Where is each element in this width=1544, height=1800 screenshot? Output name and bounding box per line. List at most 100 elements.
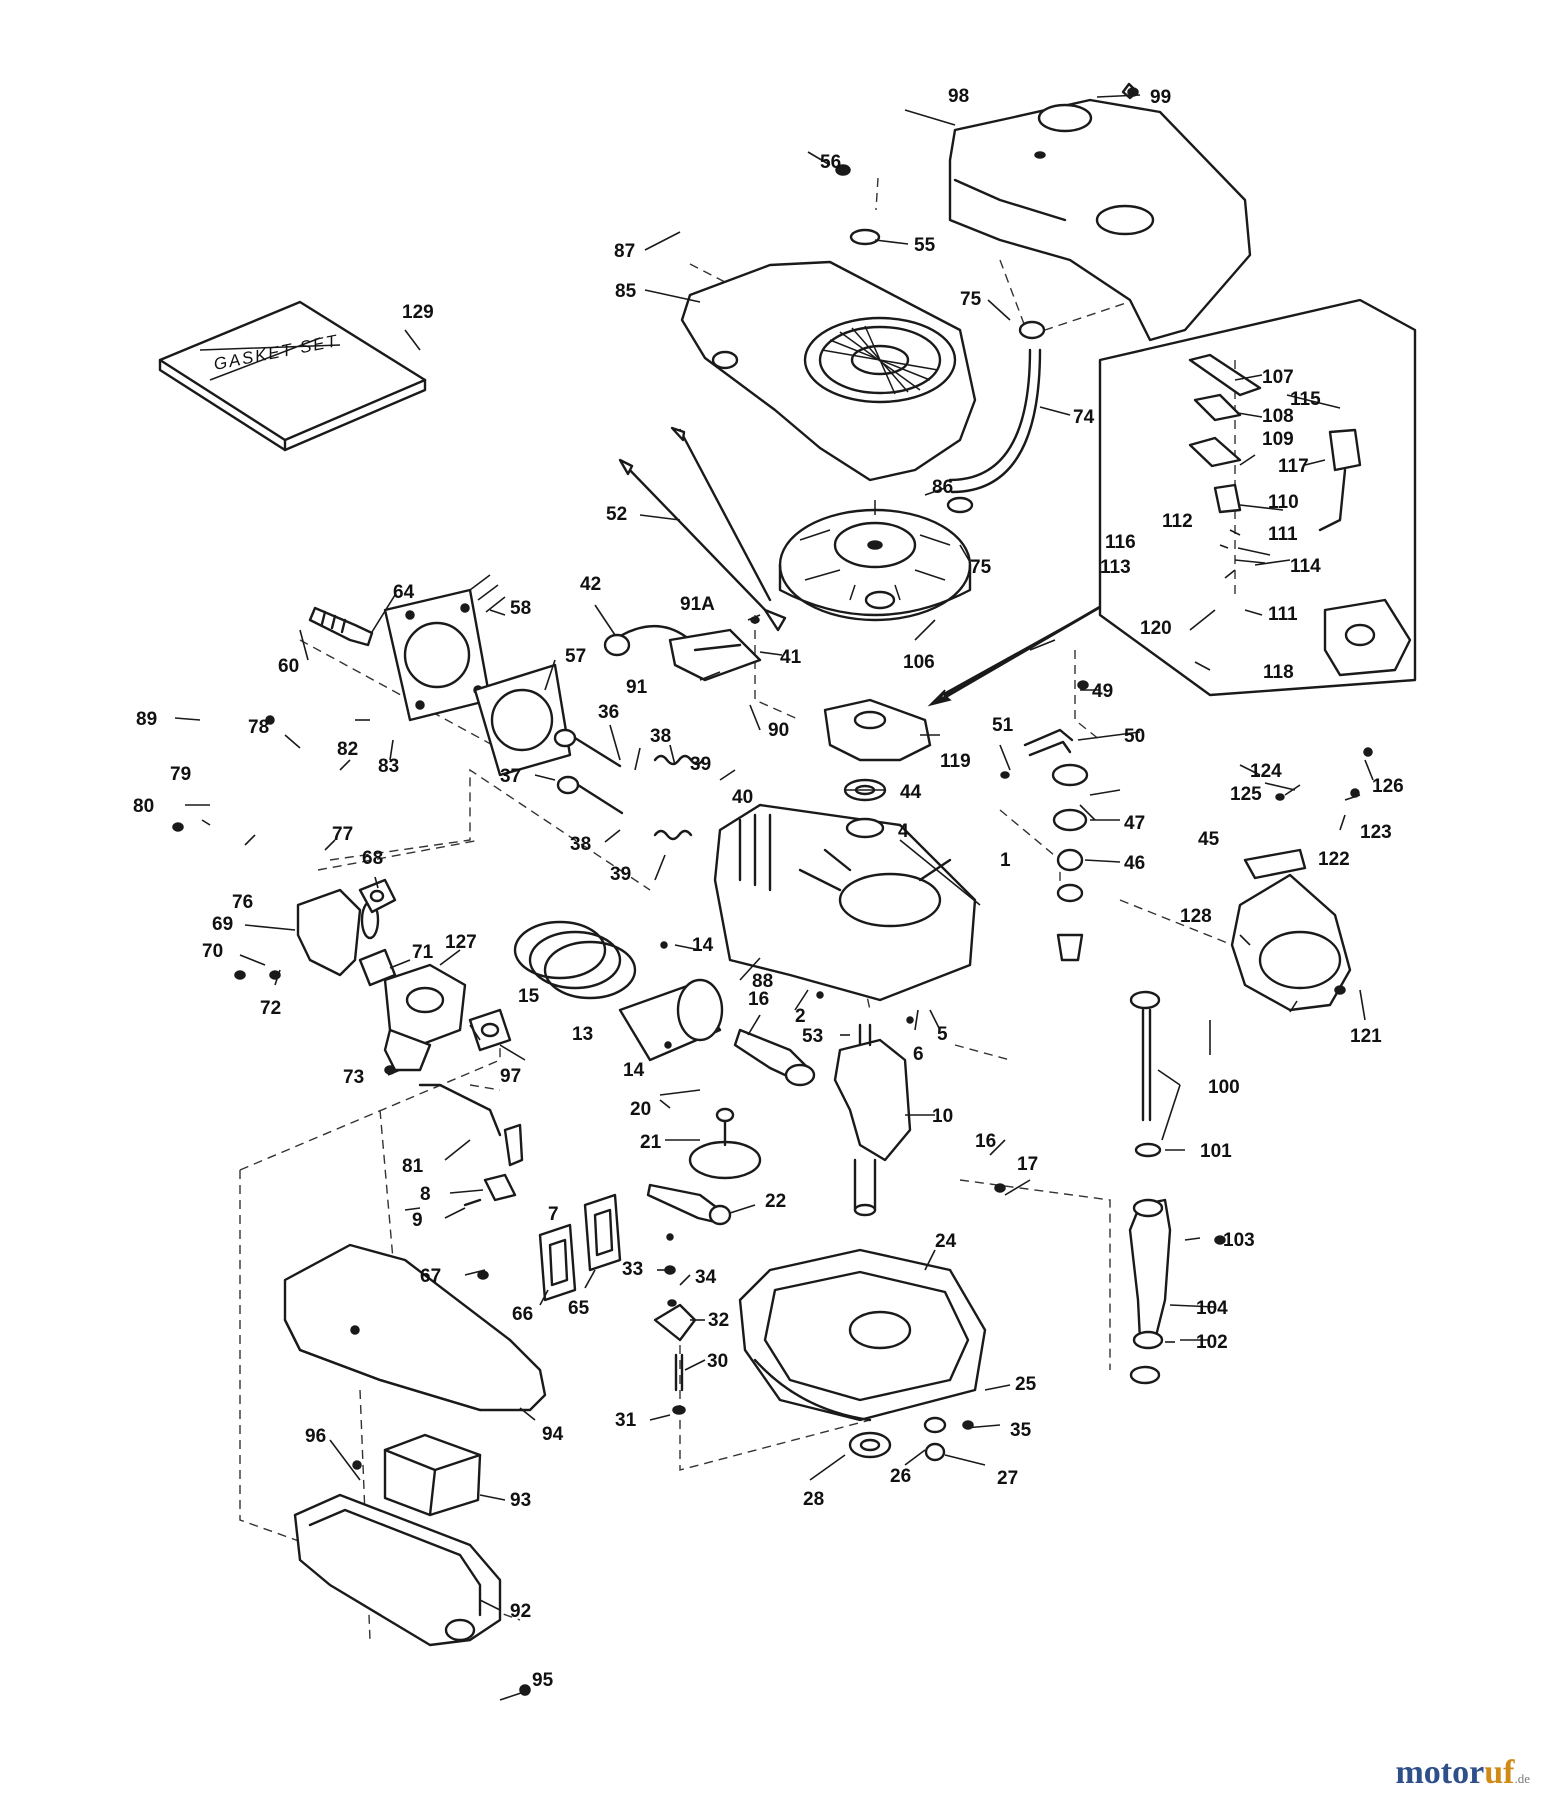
callout-111b: 111 xyxy=(1268,604,1298,625)
callout-101: 101 xyxy=(1200,1141,1232,1162)
callout-110: 110 xyxy=(1268,492,1299,513)
callout-114: 114 xyxy=(1290,556,1321,577)
valve-spring-parts xyxy=(653,754,705,841)
callout-39a: 39 xyxy=(690,754,711,775)
callout-5: 5 xyxy=(937,1024,948,1045)
callout-30: 30 xyxy=(707,1351,728,1372)
callout-99: 99 xyxy=(1150,87,1171,108)
watermark-part1: motor xyxy=(1395,1754,1485,1791)
leader-arrows xyxy=(174,94,1374,1701)
camshaft-gear-part xyxy=(688,1107,762,1180)
callout-32: 32 xyxy=(708,1310,729,1331)
callout-9: 9 xyxy=(412,1210,423,1231)
callout-37: 37 xyxy=(500,766,521,787)
callout-14b: 14 xyxy=(623,1060,645,1081)
callout-121: 121 xyxy=(1350,1026,1382,1047)
air-filter-base-part xyxy=(293,1493,502,1647)
callout-31: 31 xyxy=(615,1410,637,1431)
callout-106: 106 xyxy=(903,652,935,673)
piston-part xyxy=(618,978,724,1062)
callout-124: 124 xyxy=(1250,761,1282,782)
callout-49: 49 xyxy=(1092,681,1113,702)
watermark-part2: uf xyxy=(1484,1754,1515,1791)
oil-seal-upper-parts xyxy=(843,778,887,839)
callout-14a: 14 xyxy=(692,935,714,956)
callout-92: 92 xyxy=(510,1601,531,1622)
callout-74: 74 xyxy=(1073,407,1095,428)
callout-119: 119 xyxy=(940,751,971,772)
callout-33: 33 xyxy=(622,1259,643,1280)
callout-100: 100 xyxy=(1208,1077,1240,1098)
callout-64: 64 xyxy=(393,582,415,603)
cylinder-block-part xyxy=(713,803,977,1002)
callout-96: 96 xyxy=(305,1426,326,1447)
callout-116: 116 xyxy=(1105,532,1136,553)
air-filter-element-part xyxy=(383,1433,482,1517)
callout-127: 127 xyxy=(445,932,477,953)
callout-80: 80 xyxy=(133,796,154,817)
head-gasket-part xyxy=(473,663,572,777)
callout-95: 95 xyxy=(532,1670,554,1691)
callout-55: 55 xyxy=(914,235,936,256)
callout-90: 90 xyxy=(768,720,789,741)
callout-75b: 75 xyxy=(970,557,992,578)
crankcase-cover-part xyxy=(738,1248,987,1422)
callout-113: 113 xyxy=(1100,557,1131,578)
callout-76: 76 xyxy=(232,892,253,913)
callout-46: 46 xyxy=(1124,853,1145,874)
callout-16b: 16 xyxy=(975,1131,996,1152)
crankshaft-part xyxy=(833,1023,912,1217)
callout-27: 27 xyxy=(997,1468,1018,1489)
throttle-link-part xyxy=(418,1083,524,1167)
piston-rings-part xyxy=(513,920,637,1000)
callout-93: 93 xyxy=(510,1490,531,1511)
carburetor-gasket-part xyxy=(358,948,397,987)
magneto-bracket-part xyxy=(823,698,932,762)
callout-25: 25 xyxy=(1015,1374,1037,1395)
callout-2: 2 xyxy=(795,1006,806,1027)
callout-56: 56 xyxy=(820,152,841,173)
callout-8: 8 xyxy=(420,1184,431,1205)
callout-102: 102 xyxy=(1196,1332,1228,1353)
blower-housing-part xyxy=(680,260,977,482)
callout-66: 66 xyxy=(512,1304,533,1325)
fuel-tank-cover-part xyxy=(948,98,1252,342)
watermark-part3: .de xyxy=(1514,1771,1530,1786)
callout-21: 21 xyxy=(640,1132,662,1153)
callout-104: 104 xyxy=(1196,1298,1228,1319)
callout-51: 51 xyxy=(992,715,1014,736)
callout-4: 4 xyxy=(898,821,909,842)
callout-79: 79 xyxy=(170,764,191,785)
callout-108: 108 xyxy=(1262,406,1294,427)
governor-lever-part xyxy=(646,1183,732,1226)
callout-52: 52 xyxy=(606,504,627,525)
callout-labels: 1 2 4 5 6 7 8 9 10 13 14 14 15 16 16 17 … xyxy=(133,86,1404,1691)
dipstick-part xyxy=(1129,990,1162,1158)
callout-98: 98 xyxy=(948,86,969,107)
callout-81: 81 xyxy=(402,1156,424,1177)
callout-75a: 75 xyxy=(960,289,982,310)
carburetor-part xyxy=(383,963,467,1072)
callout-73: 73 xyxy=(343,1067,364,1088)
fastener-dots xyxy=(172,87,1373,1696)
callout-39b: 39 xyxy=(610,864,631,885)
inset-pointer-arrow xyxy=(927,605,1101,707)
callout-86: 86 xyxy=(932,477,953,498)
part-shapes xyxy=(158,82,1417,1647)
fuel-line-part xyxy=(946,320,1046,514)
callout-89: 89 xyxy=(136,709,157,730)
air-cleaner-gasket-part xyxy=(468,1008,512,1052)
callout-94: 94 xyxy=(542,1424,564,1445)
callout-58: 58 xyxy=(510,598,531,619)
callout-71: 71 xyxy=(412,942,434,963)
callout-20: 20 xyxy=(630,1099,651,1120)
callout-16a: 16 xyxy=(748,989,769,1010)
callout-122: 122 xyxy=(1318,849,1350,870)
callout-60: 60 xyxy=(278,656,299,677)
callout-115: 115 xyxy=(1290,389,1321,410)
callout-28: 28 xyxy=(803,1489,824,1510)
site-watermark: motoruf.de xyxy=(1395,1754,1530,1792)
callout-85: 85 xyxy=(615,281,637,302)
breather-valve-assembly-part xyxy=(1051,763,1089,962)
callout-1: 1 xyxy=(1000,850,1011,871)
